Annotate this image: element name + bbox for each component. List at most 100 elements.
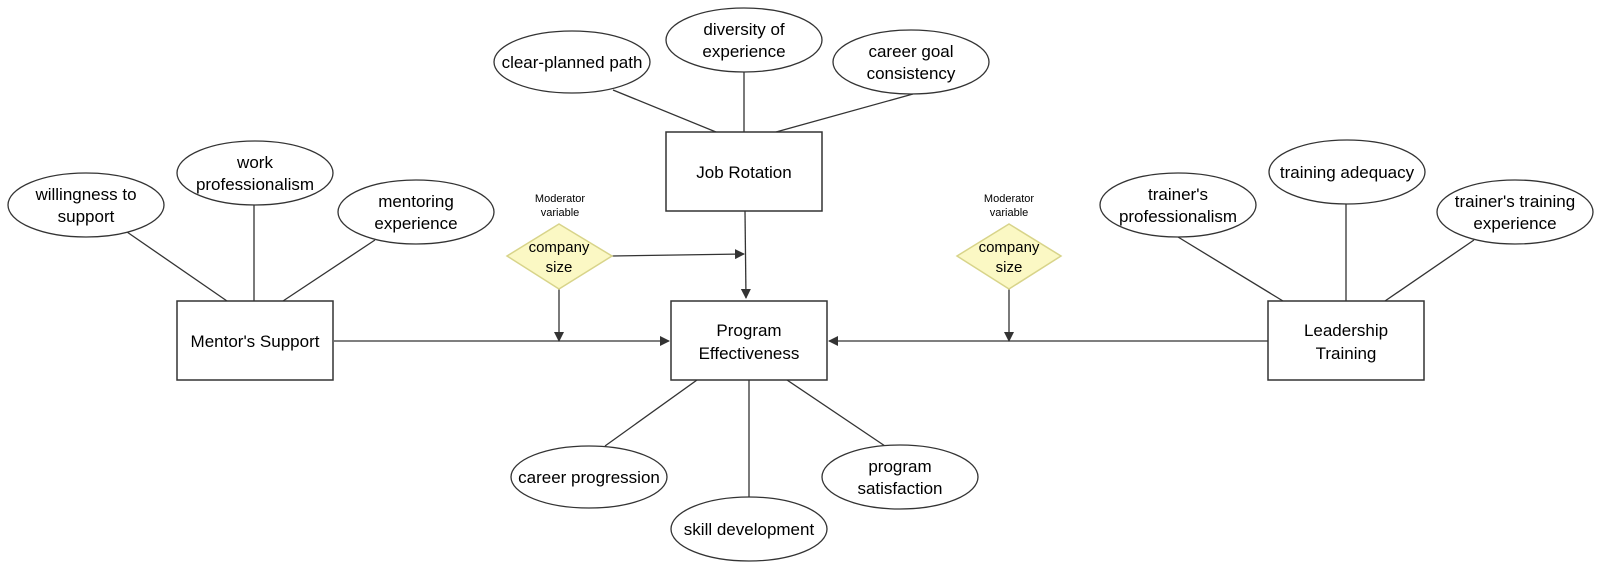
leadership-line-1: Leadership	[1304, 321, 1388, 340]
svg-text:Moderator: Moderator	[984, 193, 1034, 205]
ellipse-career-goal-consistency: career goal consistency	[832, 29, 990, 95]
svg-text:variable: variable	[541, 207, 580, 219]
skill-development-line: skill development	[684, 520, 815, 539]
moderator-right-caption-2: variable	[990, 207, 1029, 219]
clear-planned-path-line: clear-planned path	[502, 53, 643, 72]
ellipse-training-adequacy: training adequacy	[1268, 139, 1426, 205]
edge-career-goal-job-rotation	[775, 93, 914, 133]
edge-trainers-exp-leadership	[1384, 239, 1475, 302]
svg-text:skill development: skill development	[684, 520, 815, 539]
box-program-effectiveness: Program Effectiveness	[670, 300, 828, 381]
mentors-support-label: Mentor's Support	[191, 332, 320, 351]
trainers-exp-line-1: trainer's training	[1455, 192, 1575, 211]
connectors	[126, 72, 1475, 497]
ellipse-trainers-training-experience: trainer's training experience	[1436, 179, 1594, 245]
moderator-right-label-2: size	[996, 259, 1023, 276]
trainers-exp-line-2: experience	[1473, 214, 1556, 233]
effectiveness-line-1: Program	[716, 321, 781, 340]
svg-text:Mentor's Support: Mentor's Support	[191, 332, 320, 351]
training-adequacy-line: training adequacy	[1280, 163, 1415, 182]
svg-text:experience: experience	[374, 214, 457, 233]
ellipse-clear-planned-path: clear-planned path	[493, 30, 651, 94]
box-mentors-support: Mentor's Support	[176, 300, 334, 381]
edge-effectiveness-career-progression	[604, 379, 698, 447]
moderator-right-label-1: company	[979, 239, 1040, 256]
svg-text:consistency: consistency	[867, 64, 956, 83]
arrow-moderator-left-to-job-path	[611, 249, 745, 260]
mentoring-line-2: experience	[374, 214, 457, 233]
svg-text:training adequacy: training adequacy	[1280, 163, 1415, 182]
svg-text:experience: experience	[702, 42, 785, 61]
willingness-line-2: support	[58, 207, 115, 226]
ellipse-diversity-of-experience: diversity of experience	[665, 7, 823, 73]
svg-text:trainer's training: trainer's training	[1455, 192, 1575, 211]
svg-text:diversity of: diversity of	[703, 20, 785, 39]
moderator-left: Moderator variable company size	[505, 193, 614, 290]
svg-text:support: support	[58, 207, 115, 226]
work-prof-line-2: professionalism	[196, 175, 314, 194]
diversity-line-1: diversity of	[703, 20, 785, 39]
edge-willingness-mentor	[126, 231, 228, 302]
box-job-rotation: Job Rotation	[665, 131, 823, 212]
svg-text:work: work	[236, 153, 273, 172]
edge-mentoring-exp-mentor	[282, 239, 376, 302]
moderator-right-caption-1: Moderator	[984, 193, 1034, 205]
leadership-line-2: Training	[1316, 344, 1377, 363]
svg-text:professionalism: professionalism	[1119, 207, 1237, 226]
ellipse-program-satisfaction: program satisfaction	[821, 444, 979, 510]
svg-text:willingness to: willingness to	[34, 185, 136, 204]
edge-clear-path-job-rotation	[612, 89, 717, 133]
svg-text:clear-planned path: clear-planned path	[502, 53, 643, 72]
ellipse-skill-development: skill development	[670, 496, 828, 562]
ellipse-mentoring-experience: mentoring experience	[337, 179, 495, 245]
svg-text:Leadership: Leadership	[1304, 321, 1388, 340]
career-progression-line: career progression	[518, 468, 660, 487]
svg-text:career goal: career goal	[868, 42, 953, 61]
edge-effectiveness-satisfaction	[786, 379, 886, 447]
box-leadership-training: Leadership Training	[1267, 300, 1425, 381]
moderator-left-caption-2: variable	[541, 207, 580, 219]
svg-text:company: company	[529, 239, 590, 256]
svg-text:trainer's: trainer's	[1148, 185, 1208, 204]
svg-text:satisfaction: satisfaction	[857, 479, 942, 498]
svg-text:mentoring: mentoring	[378, 192, 454, 211]
moderator-left-diamond	[505, 223, 614, 290]
arrows	[334, 210, 1268, 346]
svg-text:Effectiveness: Effectiveness	[699, 344, 800, 363]
ellipse-willingness-to-support: willingness to support	[7, 172, 165, 238]
trainers-prof-line-1: trainer's	[1148, 185, 1208, 204]
satisfaction-line-2: satisfaction	[857, 479, 942, 498]
svg-text:Moderator: Moderator	[535, 193, 585, 205]
moderator-right: Moderator variable company size	[955, 193, 1063, 290]
svg-text:Program: Program	[716, 321, 781, 340]
trainers-prof-line-2: professionalism	[1119, 207, 1237, 226]
career-goal-line-1: career goal	[868, 42, 953, 61]
ellipse-work-professionalism: work professionalism	[176, 140, 334, 206]
willingness-line-1: willingness to	[34, 185, 136, 204]
effectiveness-line-2: Effectiveness	[699, 344, 800, 363]
svg-text:Training: Training	[1316, 344, 1377, 363]
satisfaction-line-1: program	[868, 457, 931, 476]
moderator-left-caption-1: Moderator	[535, 193, 585, 205]
svg-text:professionalism: professionalism	[196, 175, 314, 194]
career-goal-line-2: consistency	[867, 64, 956, 83]
work-prof-line-1: work	[236, 153, 273, 172]
diversity-line-2: experience	[702, 42, 785, 61]
svg-text:career progression: career progression	[518, 468, 660, 487]
arrow-job-rotation-to-effectiveness	[740, 210, 751, 299]
edge-trainers-prof-leadership	[1177, 236, 1284, 302]
svg-text:Job Rotation: Job Rotation	[696, 163, 791, 182]
svg-text:size: size	[546, 259, 573, 276]
svg-text:program: program	[868, 457, 931, 476]
ellipse-career-progression: career progression	[510, 445, 668, 509]
mentoring-line-1: mentoring	[378, 192, 454, 211]
svg-text:experience: experience	[1473, 214, 1556, 233]
moderator-left-label-1: company	[529, 239, 590, 256]
job-rotation-label: Job Rotation	[696, 163, 791, 182]
moderator-left-label-2: size	[546, 259, 573, 276]
ellipse-trainers-professionalism: trainer's professionalism	[1099, 172, 1257, 238]
moderator-right-diamond	[955, 223, 1063, 290]
svg-text:variable: variable	[990, 207, 1029, 219]
svg-text:company: company	[979, 239, 1040, 256]
